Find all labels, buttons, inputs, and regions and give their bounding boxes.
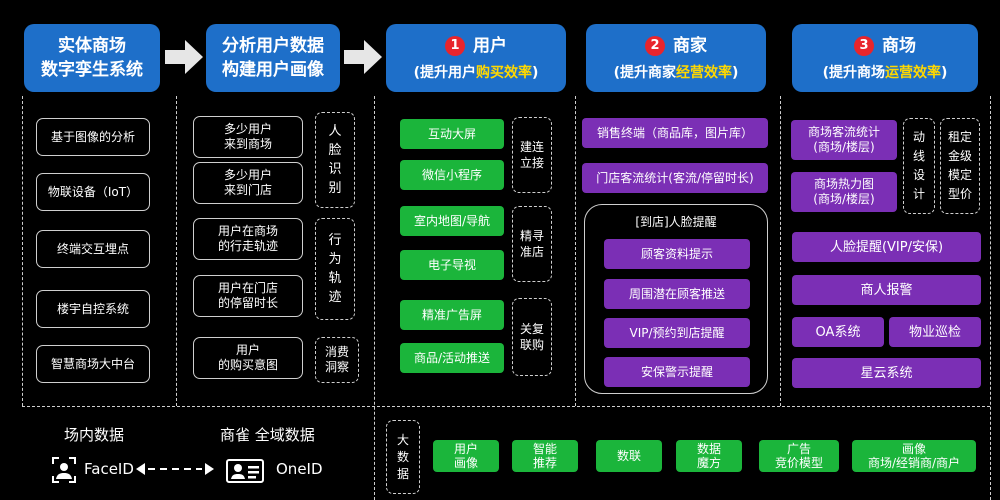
source-smart-mall-platform: 智慧商场大中台	[36, 345, 150, 383]
header-user-sub-post: )	[532, 65, 539, 81]
mall-traffic-stats: 商场客流统计 (商场/楼层)	[791, 120, 897, 160]
source-image-analysis: 基于图像的分析	[36, 118, 150, 156]
number-badge: 2	[645, 36, 665, 56]
header-merchant: 2 商家 (提升商家经营效率)	[586, 24, 766, 92]
number-badge: 1	[445, 36, 465, 56]
header-mall-title: 商场	[882, 36, 916, 56]
mall-merchant-alarm: 商人报警	[792, 275, 981, 305]
metric-mall-trajectory: 用户在商场 的行走轨迹	[193, 218, 303, 260]
header-user-profile-title: 分析用户数据 构建用户画像	[222, 36, 324, 80]
header-merchant-title: 商家	[673, 36, 707, 56]
divider	[575, 96, 576, 406]
mall-face-alert: 人脸提醒(VIP/安保)	[792, 232, 981, 262]
channel-ad-screen: 精准广告屏	[400, 300, 504, 330]
label-global-data: 商雀 全域数据	[220, 426, 315, 444]
label-onsite-data: 场内数据	[64, 426, 125, 444]
header-digital-twin: 实体商场 数字孪生系统	[24, 24, 160, 92]
divider	[176, 96, 177, 406]
group-face-alert-title: [到店]人脸提醒	[635, 215, 717, 229]
divider	[374, 96, 375, 500]
merchant-pos: 销售终端（商品库，图片库）	[582, 118, 768, 148]
group-consumer-insight: 消费 洞察	[315, 337, 359, 383]
mall-property-patrol: 物业巡检	[889, 317, 981, 347]
header-user-sub-pre: (提升用户	[413, 65, 476, 81]
divider	[780, 96, 781, 406]
channel-interactive-screen: 互动大屏	[400, 119, 504, 149]
alert-security: 安保警示提醒	[604, 357, 750, 387]
metric-users-in-store: 多少用户 来到门店	[193, 162, 303, 204]
bigdata-shulian: 数联	[596, 440, 662, 472]
group-precise-find: 精寻 准店	[512, 206, 552, 282]
group-build-connection: 建连 立接	[512, 117, 552, 193]
header-mall-sub-post: )	[941, 65, 948, 81]
header-user-title: 用户	[473, 36, 507, 56]
channel-e-guide: 电子导视	[400, 250, 504, 280]
group-behavior-trajectory: 行 为 轨 迹	[315, 218, 355, 320]
group-face-recognition: 人 脸 识 别	[315, 112, 355, 208]
label-oneid: OneID	[276, 460, 323, 478]
alert-vip-arrival: VIP/预约到店提醒	[604, 318, 750, 348]
mall-oa-system: OA系统	[792, 317, 884, 347]
channel-wechat-miniprogram: 微信小程序	[400, 160, 504, 190]
number-badge: 3	[854, 36, 874, 56]
source-building-control: 楼宇自控系统	[36, 290, 150, 328]
metric-users-in-mall: 多少用户 来到商场	[193, 116, 303, 158]
face-scan-icon	[52, 457, 76, 483]
label-faceid: FaceID	[84, 460, 134, 478]
channel-indoor-map: 室内地图/导航	[400, 206, 504, 236]
group-rent-pricing: 租定 金级 模定 型价	[940, 118, 980, 214]
bigdata-user-profile: 用户 画像	[433, 440, 499, 472]
arrow-right-icon	[344, 40, 382, 74]
header-merchant-sub-highlight: 经营效率	[676, 65, 732, 81]
header-user-sub-highlight: 购买效率	[476, 65, 532, 81]
bigdata-smart-recommend: 智能 推荐	[512, 440, 578, 472]
metric-store-dwell: 用户在门店 的停留时长	[193, 275, 303, 317]
mall-nebula-system: 星云系统	[792, 358, 981, 388]
bigdata-data-cube: 数据 魔方	[676, 440, 742, 472]
alert-customer-info: 顾客资料提示	[604, 239, 750, 269]
arrow-right-icon	[165, 40, 203, 74]
double-arrow-icon	[136, 463, 214, 475]
mall-heatmap: 商场热力图 (商场/楼层)	[791, 172, 897, 212]
header-digital-twin-title: 实体商场 数字孪生系统	[41, 36, 143, 80]
merchant-store-traffic: 门店客流统计(客流/停留时长)	[582, 163, 768, 193]
header-user-profile: 分析用户数据 构建用户画像	[206, 24, 340, 92]
source-iot: 物联设备（IoT）	[36, 173, 150, 211]
divider	[22, 406, 990, 407]
group-big-data: 大 数 据	[386, 420, 420, 494]
header-merchant-sub-post: )	[732, 65, 739, 81]
header-mall-sub-pre: (提升商场	[822, 65, 885, 81]
metric-purchase-intent: 用户 的购买意图	[193, 337, 303, 379]
channel-push: 商品/活动推送	[400, 343, 504, 373]
header-mall: 3 商场 (提升商场运营效率)	[792, 24, 978, 92]
header-user: 1 用户 (提升用户购买效率)	[386, 24, 566, 92]
group-face-alert: [到店]人脸提醒	[584, 204, 768, 394]
group-repurchase: 关复 联购	[512, 298, 552, 376]
source-terminal-tracking: 终端交互埋点	[36, 230, 150, 268]
bigdata-ad-bidding: 广告 竞价模型	[759, 440, 839, 472]
divider	[22, 96, 23, 406]
header-merchant-sub-pre: (提升商家	[613, 65, 676, 81]
group-flow-design: 动 线 设 计	[903, 118, 935, 214]
header-mall-sub-highlight: 运营效率	[885, 65, 941, 81]
bigdata-profile-mall: 画像 商场/经销商/商户	[852, 440, 976, 472]
divider	[990, 96, 991, 500]
id-card-icon	[226, 459, 264, 483]
alert-nearby-customers: 周围潜在顾客推送	[604, 279, 750, 309]
